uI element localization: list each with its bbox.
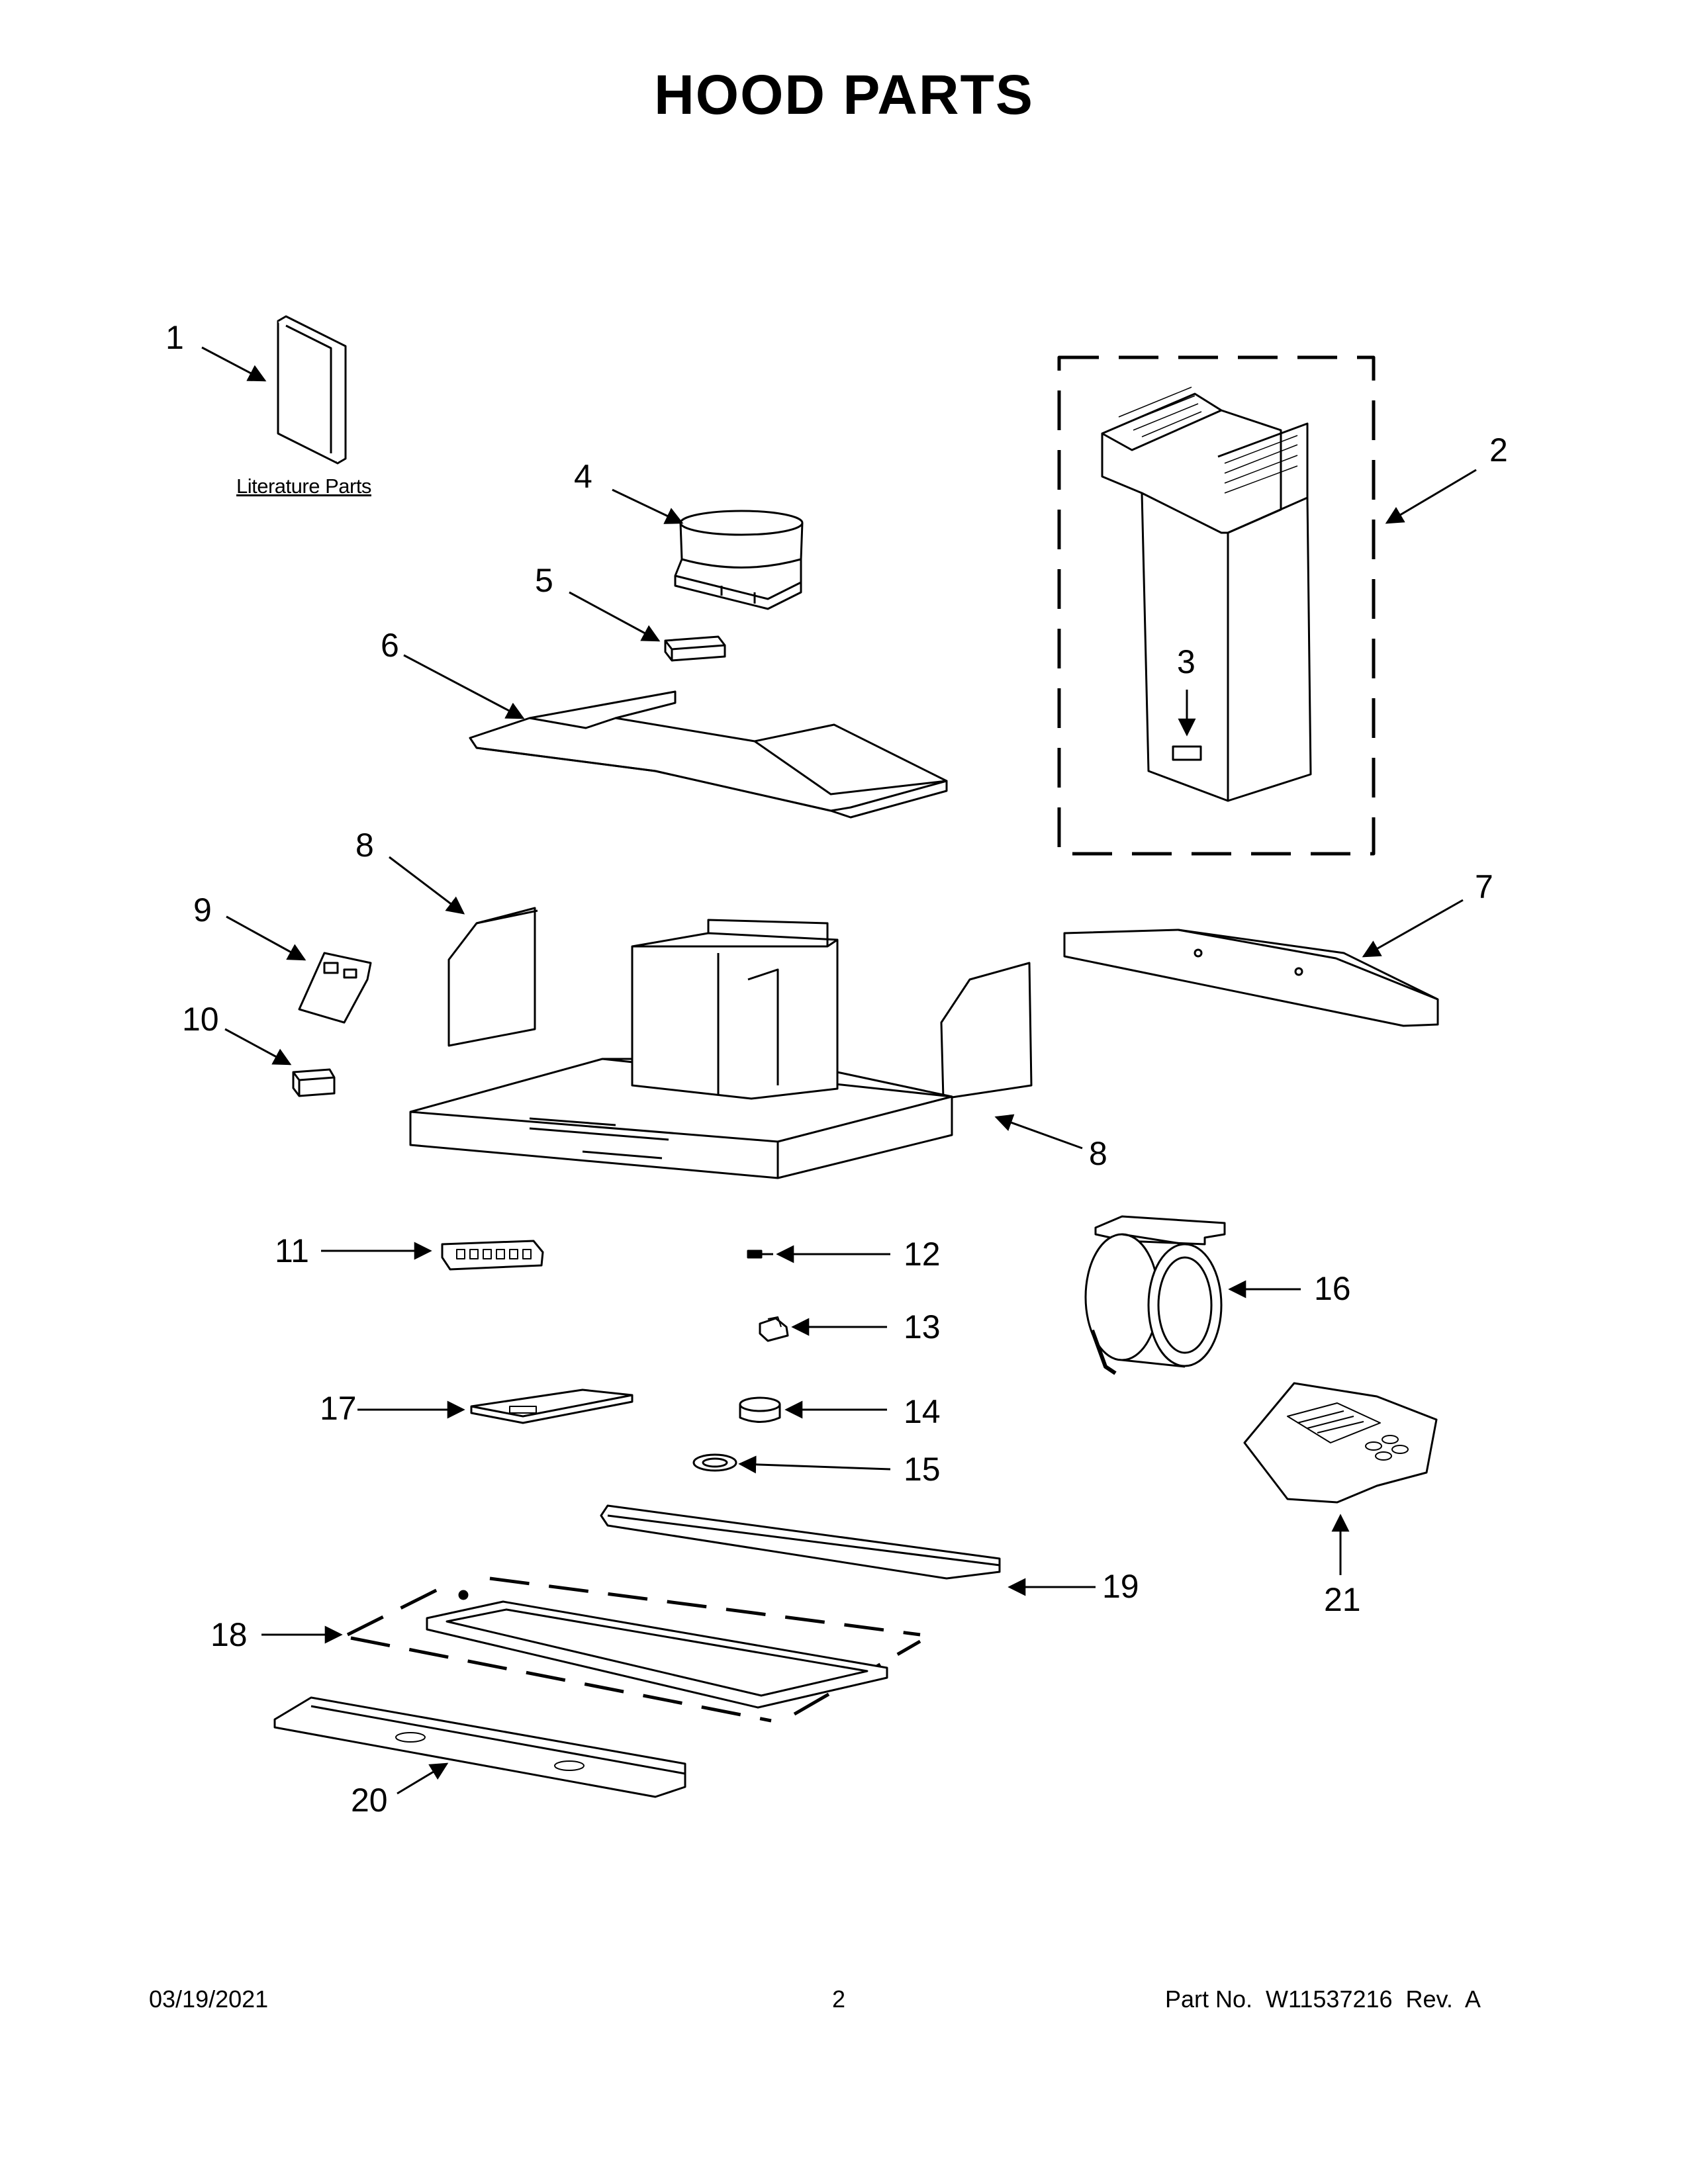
switch-part [441, 1240, 544, 1271]
callout-14: 14 [904, 1393, 941, 1430]
light-ring-part [692, 1453, 737, 1472]
callout-17: 17 [320, 1390, 357, 1427]
callout-11: 11 [275, 1232, 309, 1269]
knob-part [759, 1316, 789, 1342]
callout-1: 1 [165, 319, 184, 356]
footer-page-number: 2 [832, 1985, 846, 2013]
callout-19: 19 [1102, 1568, 1139, 1605]
callout-6: 6 [381, 627, 399, 664]
filter-frame-part [346, 1576, 921, 1723]
callout-18: 18 [211, 1616, 248, 1653]
callout-9: 9 [193, 891, 212, 929]
callout-21: 21 [1324, 1581, 1361, 1618]
literature-parts-icon [277, 315, 347, 465]
callout-12: 12 [904, 1236, 941, 1273]
junction-box-part [664, 635, 726, 662]
callout-13: 13 [904, 1308, 941, 1345]
top-cover-part [469, 690, 948, 819]
grease-filter-part [470, 1388, 633, 1424]
callout-4: 4 [574, 458, 592, 495]
callout-8-left: 8 [355, 827, 374, 864]
parts-bag-part [1243, 1382, 1438, 1504]
footer-date: 03/19/2021 [149, 1985, 269, 2013]
page-title: HOOD PARTS [654, 64, 1034, 126]
control-board-part [298, 952, 372, 1024]
blower-part [1084, 1215, 1226, 1375]
callout-10: 10 [182, 1001, 219, 1038]
literature-parts-label: Literature Parts [236, 475, 371, 498]
side-panel-right-part [940, 962, 1033, 1100]
callout-3: 3 [1177, 643, 1196, 680]
callout-7: 7 [1475, 868, 1493, 905]
front-trim-part [1063, 929, 1439, 1027]
rear-rail-part [600, 1504, 1001, 1580]
callout-16: 16 [1314, 1270, 1351, 1307]
front-rail-part [273, 1696, 686, 1798]
duct-collar-part [674, 510, 804, 610]
callout-20: 20 [351, 1782, 388, 1819]
callout-15: 15 [904, 1451, 941, 1488]
screw-part [747, 1250, 773, 1259]
callout-5: 5 [535, 562, 553, 599]
footer-part-number: Part No. W11537216 Rev. A [1165, 1985, 1481, 2013]
chimney-cover-part [1057, 355, 1376, 856]
light-socket-part [739, 1396, 781, 1423]
callout-8-right: 8 [1089, 1135, 1107, 1172]
side-panel-left-part [447, 907, 538, 1047]
relay-part [292, 1068, 336, 1097]
callout-2: 2 [1489, 432, 1508, 469]
hood-body-part [409, 919, 953, 1179]
